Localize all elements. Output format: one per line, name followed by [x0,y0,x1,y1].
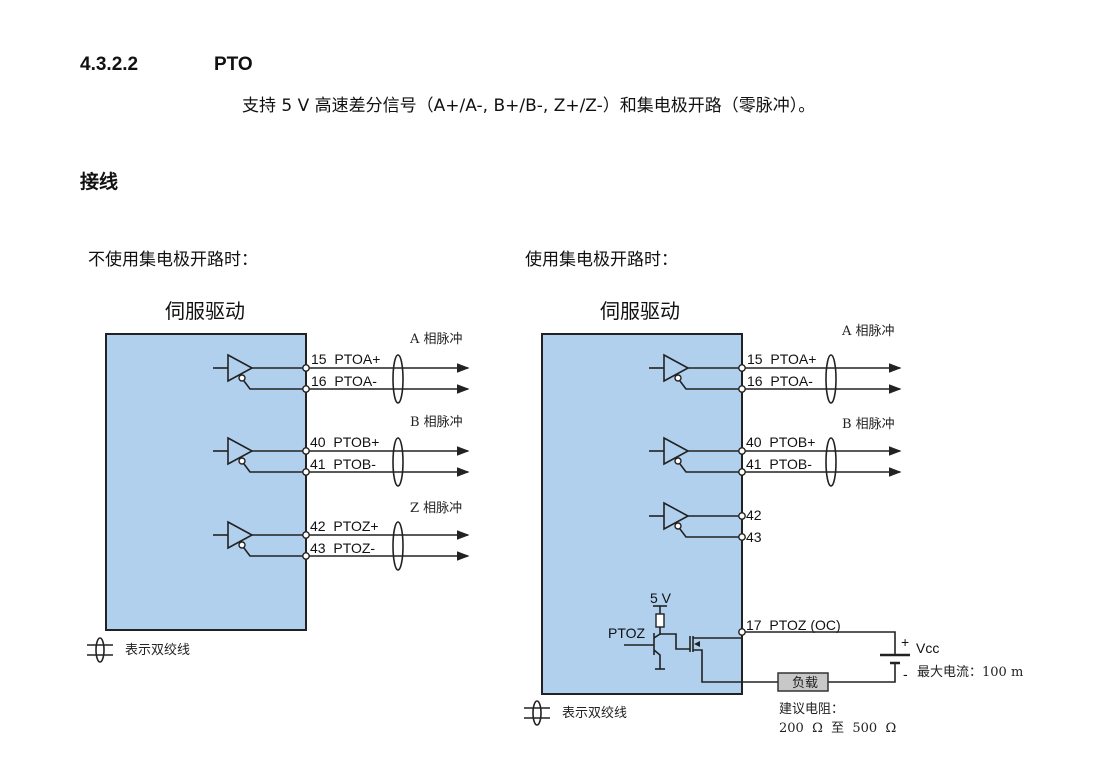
load-label: 负载 [792,676,818,691]
group-label: A 相脉冲 [409,332,463,347]
load-box [777,672,829,692]
group-z: Z 相脉冲 42 PTOZ+ 43 PTOZ- [302,501,470,571]
servo-drive-box [541,333,743,695]
twisted-pair-icon [95,637,105,663]
pin-label: 43 [746,529,762,545]
legend: 表示双绞线 [87,637,190,663]
pin-label: 42 PTOZ+ [310,518,379,534]
left-caption: 不使用集电极开路时： [88,249,258,270]
pin-label: 15 PTOA+ [311,351,380,367]
group-label: B 相脉冲 [410,415,463,430]
twisted-pair-icon [825,354,837,404]
right-caption: 使用集电极开路时： [525,249,678,270]
max-current: 最大电流：100 m [917,665,1023,680]
left-device-label: 伺服驱动 [165,299,245,323]
group-b: B 相脉冲 40 PTOB+ 41 PTOB- [738,417,902,487]
pin-label: 42 [746,507,762,523]
resistor-range: 200 Ω 至 500 Ω [779,721,896,736]
description: 支持 5 V 高速差分信号（A+/A-, B+/B-, Z+/Z-）和集电极开路… [242,96,815,116]
transistor-label: PTOZ [608,625,646,641]
pin-label: 40 PTOB+ [310,434,379,450]
pin-label: 41 PTOB- [310,456,376,472]
right-device-label: 伺服驱动 [600,299,680,323]
pin-label: 16 PTOA- [747,373,813,389]
pin-label: 16 PTOA- [311,373,377,389]
pin-label: 41 PTOB- [746,456,812,472]
resistor-icon [655,613,665,628]
supply-label: 5 V [650,590,672,606]
group-label: Z 相脉冲 [410,501,462,516]
group-b: B 相脉冲 40 PTOB+ 41 PTOB- [302,415,470,487]
servo-drive-box [105,333,307,631]
twisted-pair-icon [392,521,404,571]
legend: 表示双绞线 [524,700,627,726]
vcc-plus: + [901,634,909,650]
pin-label: 40 PTOB+ [746,434,815,450]
vcc-label: Vcc [916,640,939,656]
oc-pin-label: 17 PTOZ (OC) [746,617,841,633]
open-collector-circuit: 5 V PTOZ 17 PTOZ (OC) + Vcc - [608,590,1023,736]
pin-label: 15 PTOA+ [747,351,816,367]
left-diagram: 不使用集电极开路时： 伺服驱动 A 相脉冲 15 PTOA+ 16 PTOA- … [87,249,470,663]
twisted-pair-icon [825,437,837,487]
group-a: A 相脉冲 15 PTOA+ 16 PTOA- [738,324,902,404]
legend-label: 表示双绞线 [125,642,190,658]
twisted-pair-icon [532,700,542,726]
resistor-note: 建议电阻： [779,702,844,717]
section-number: 4.3.2.2 [80,54,138,75]
group-a: A 相脉冲 15 PTOA+ 16 PTOA- [302,332,470,404]
wiring-heading: 接线 [80,170,118,193]
section-title: PTO [214,54,253,75]
group-label: A 相脉冲 [841,324,895,339]
right-diagram: 使用集电极开路时： 伺服驱动 A 相脉冲 15 PTOA+ 16 PTOA- B… [524,249,1023,736]
group-label: B 相脉冲 [842,417,895,432]
twisted-pair-icon [392,354,404,404]
twisted-pair-icon [392,437,404,487]
group-z: 42 43 [738,507,762,545]
pin-label: 43 PTOZ- [310,540,375,556]
vcc-minus: - [903,666,908,682]
legend-label: 表示双绞线 [562,705,627,721]
